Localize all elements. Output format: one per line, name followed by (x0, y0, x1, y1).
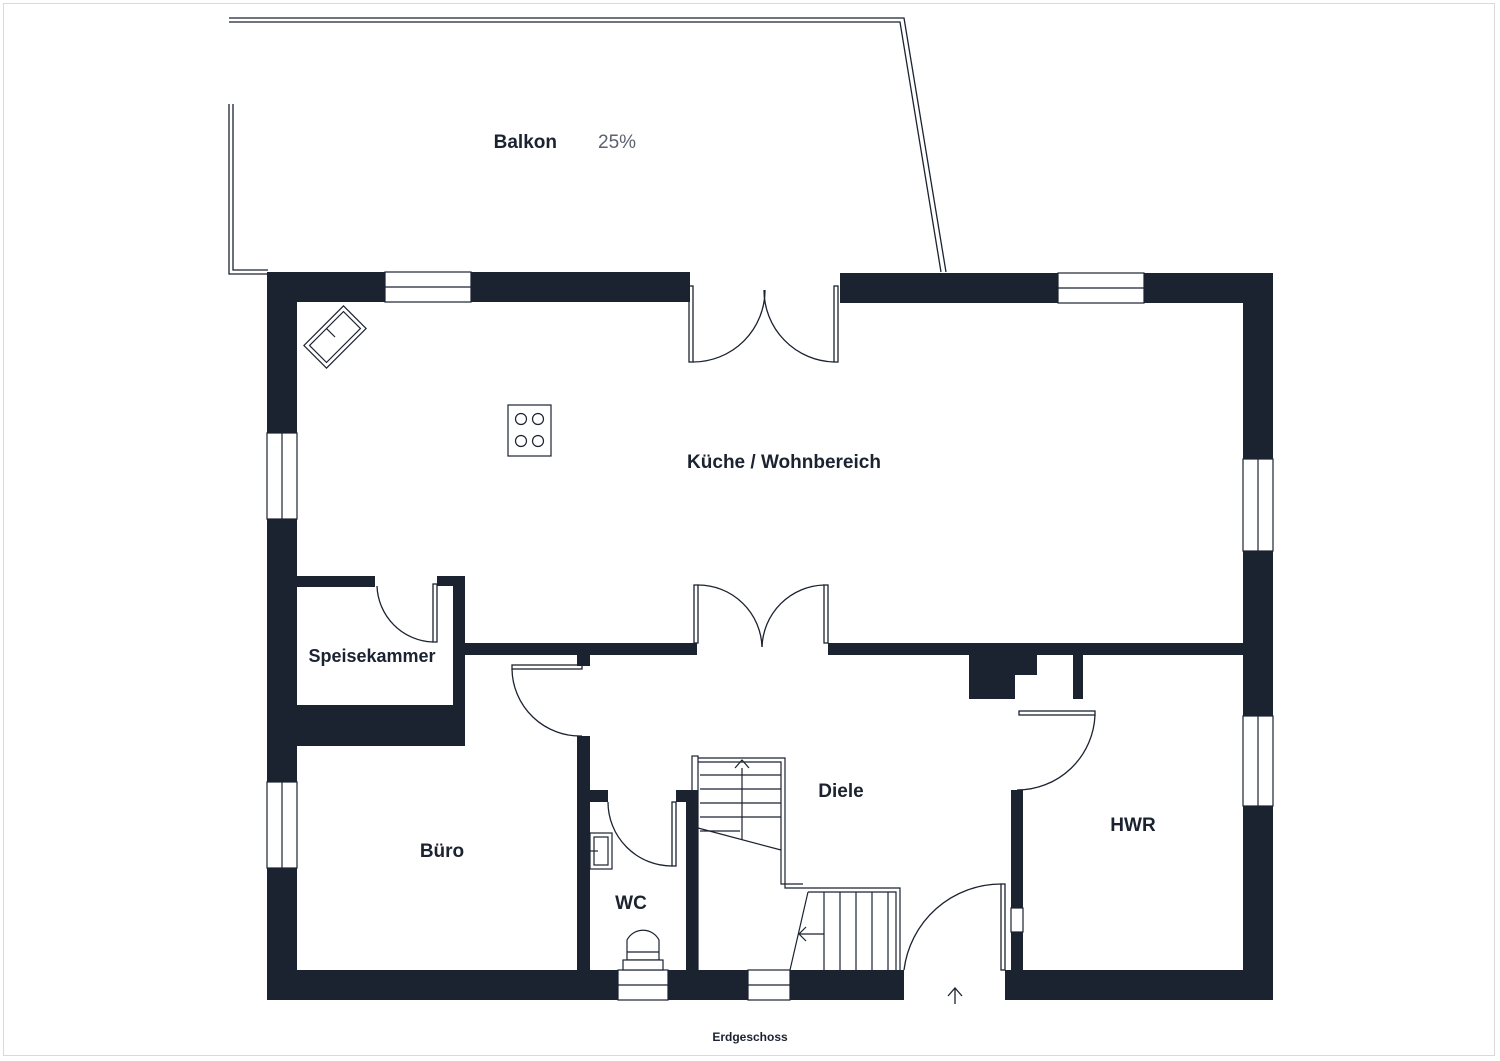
balcony-outline (228, 17, 947, 275)
wc-sink-icon (589, 832, 613, 870)
doors (376, 285, 1096, 1004)
room-label-kueche: Küche / Wohnbereich (687, 452, 881, 473)
room-label-balkon: Balkon (494, 132, 557, 153)
windows (266, 271, 1274, 1001)
interior-walls (297, 576, 1243, 974)
room-label-buero: Büro (420, 841, 464, 862)
cooktop-icon (507, 404, 552, 457)
room-area-balkon: 25% (598, 132, 636, 153)
page-frame (3, 3, 1495, 1056)
room-label-hwr: HWR (1110, 815, 1156, 836)
exterior-walls (267, 272, 1273, 1000)
toilet-icon (622, 929, 664, 971)
kitchen-sink-icon (303, 305, 367, 369)
room-label-diele: Diele (818, 781, 863, 802)
fixtures (303, 305, 664, 971)
room-label-wc: WC (615, 893, 647, 914)
floor-caption: Erdgeschoss (712, 1030, 788, 1044)
room-label-speisekammer: Speisekammer (308, 646, 435, 666)
staircase (691, 755, 901, 971)
